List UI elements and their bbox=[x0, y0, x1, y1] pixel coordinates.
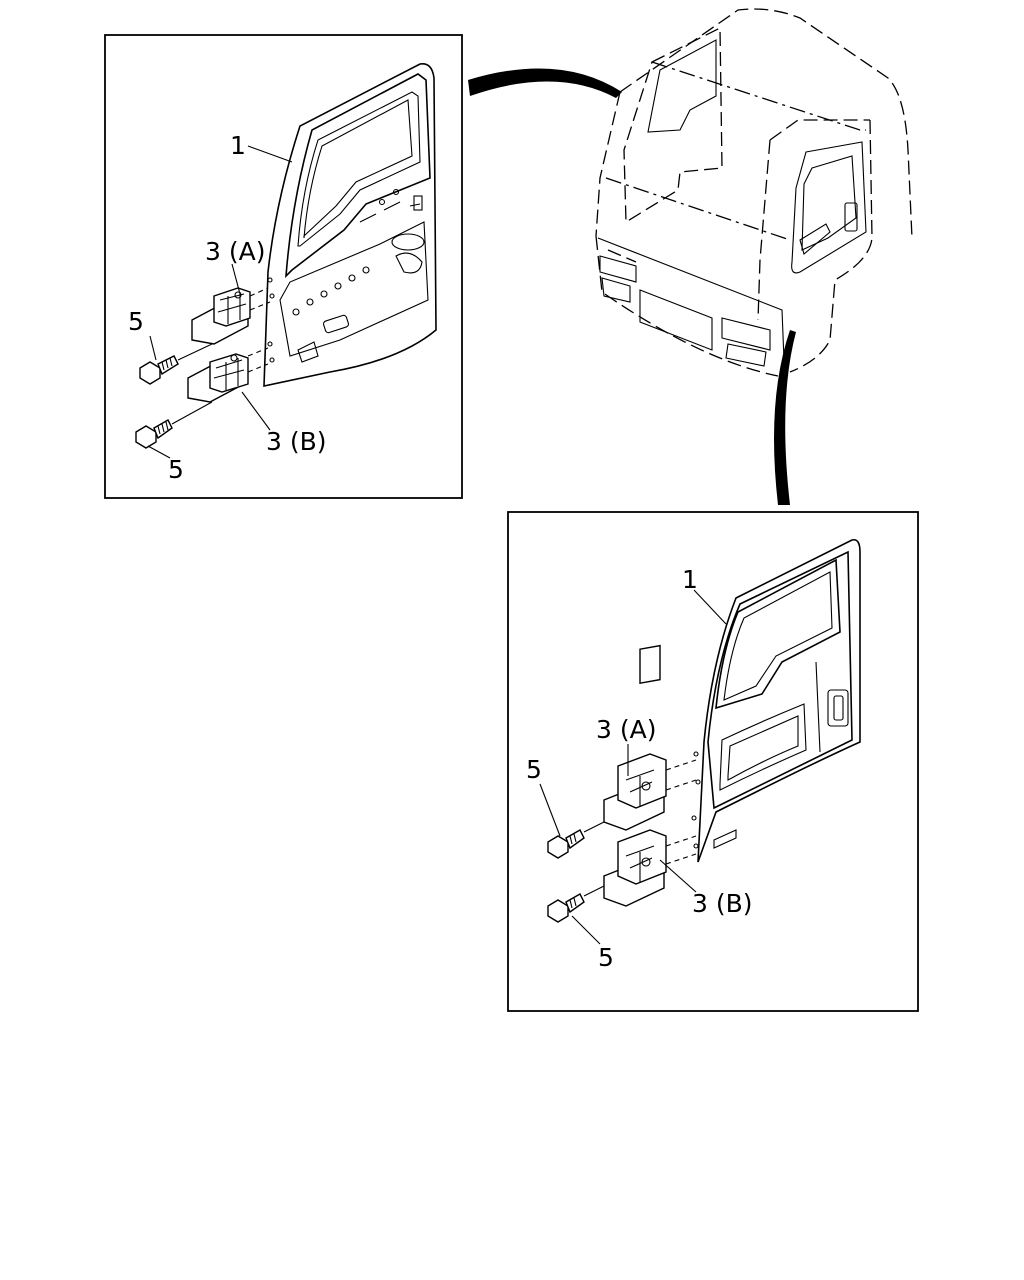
hinge-lower-left bbox=[187, 353, 249, 403]
bolt-upper-right bbox=[547, 829, 585, 859]
callout-bolt-lower-right: 5 bbox=[598, 943, 614, 972]
door-left bbox=[263, 62, 437, 387]
callout-bolt-upper-left: 5 bbox=[128, 307, 144, 336]
right-detail-panel: 1 3 (A) 5 3 (B) 5 bbox=[507, 511, 919, 1012]
bolt-upper-left bbox=[139, 355, 179, 385]
callout-bolt-upper-right: 5 bbox=[526, 755, 542, 784]
door-right bbox=[697, 538, 861, 863]
callout-bolt-lower-left: 5 bbox=[168, 455, 184, 484]
truck-cab-illustration bbox=[595, 8, 913, 377]
callout-hinge-lower-right: 3 (B) bbox=[692, 889, 753, 918]
bolt-lower-right bbox=[547, 893, 585, 923]
callout-hinge-upper-right: 3 (A) bbox=[596, 715, 656, 744]
connector-arrow-lower bbox=[774, 330, 796, 505]
callout-hinge-lower-left: 3 (B) bbox=[266, 427, 327, 456]
hinge-upper-right bbox=[603, 644, 667, 831]
hinge-lower-right bbox=[603, 829, 667, 907]
callout-door-left: 1 bbox=[230, 131, 246, 160]
connector-arrow-upper bbox=[468, 68, 622, 98]
hinge-upper-left bbox=[191, 287, 251, 345]
callout-hinge-upper-left: 3 (A) bbox=[205, 237, 265, 266]
callout-door-right: 1 bbox=[682, 565, 698, 594]
bolt-lower-left bbox=[135, 419, 173, 449]
left-detail-panel: 1 3 (A) 5 3 (B) 5 bbox=[104, 34, 463, 499]
